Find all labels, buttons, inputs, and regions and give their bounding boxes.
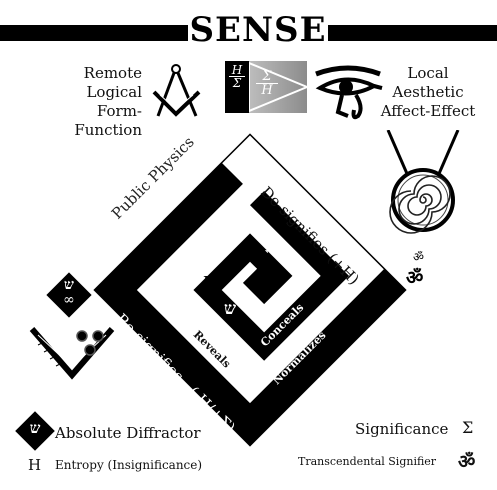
formula-bar [229, 76, 245, 77]
remote-logical-label: Remote Logical Form-Function [40, 64, 142, 140]
local-text: Local [407, 64, 449, 82]
page-title: SENSE [188, 10, 328, 50]
affect-effect-text: Affect-Effect [380, 102, 476, 120]
left-infinity-icon: ∞ [63, 292, 75, 308]
aesthetic-text: Aesthetic [392, 83, 464, 101]
entropy-label: Entropy (Insignificance) [55, 458, 203, 472]
remote-text: Remote [83, 64, 142, 82]
right-om-large-icon: ॐ [406, 267, 424, 289]
formula-black-block [225, 61, 249, 113]
center-om-icon: ॐ [225, 252, 244, 276]
sigma-over-h-formula: Σ H [252, 70, 282, 97]
formula-bar-2 [256, 83, 278, 84]
logical-text: Logical [86, 83, 142, 101]
spiral-pendant-icon [386, 130, 460, 234]
legend-sigma-symbol: Σ [462, 418, 474, 437]
left-diffractor-diamond [46, 272, 92, 318]
transcendental-signifier-label: Transcendental Signifier [298, 455, 437, 468]
center-sigma-symbol: Σ [254, 274, 265, 292]
absolute-diffractor-label: Absolute Diffractor [55, 424, 201, 442]
formula-sigma-bottom: Σ [232, 76, 242, 90]
legend-entropy-symbol: H [28, 456, 42, 474]
center-entropy-symbol: H [203, 273, 217, 291]
significance-label: Significance [355, 420, 449, 438]
legend-shin-icon: ש [29, 419, 41, 437]
form-function-text: Form-Function [74, 102, 142, 139]
formula-gray-block [249, 61, 307, 113]
local-aesthetic-label: Local Aesthetic Affect-Effect [378, 64, 478, 121]
legend-om-icon: ॐ [458, 451, 476, 473]
right-om-small-icon: ॐ [413, 250, 424, 264]
eye-of-horus-icon [315, 65, 383, 120]
formula-arrow-shape [249, 61, 309, 113]
compass-square-icon [152, 64, 201, 117]
legend-diffractor-diamond [15, 411, 55, 451]
h-over-sigma-formula: H Σ [226, 64, 248, 89]
center-shin-icon: ש [224, 299, 237, 319]
ruler-triangle-icon [29, 327, 115, 380]
formula-h-top: H [231, 63, 243, 77]
left-shin-icon: ש [64, 277, 74, 293]
formula-sigma-top: Σ [262, 69, 272, 84]
formula-h-bottom: H [261, 83, 273, 98]
